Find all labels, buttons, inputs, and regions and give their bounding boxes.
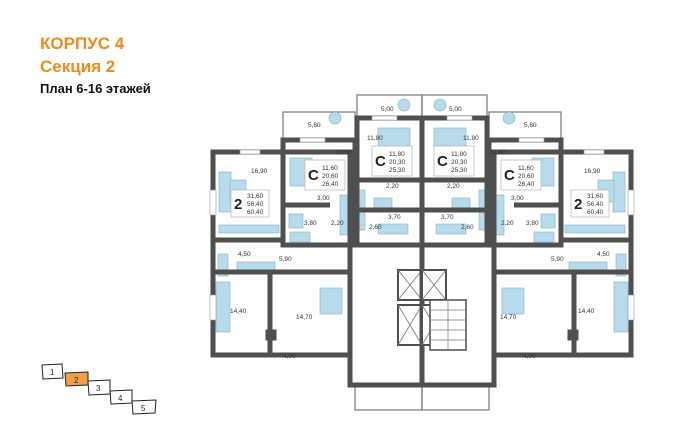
- svg-text:1: 1: [50, 368, 55, 377]
- section-1-button[interactable]: 1: [41, 363, 64, 380]
- unit-badge-left-studio[interactable]: С 11,60 20,60 26,40: [304, 159, 346, 191]
- svg-text:2: 2: [574, 196, 582, 213]
- svg-text:2,20: 2,20: [447, 183, 460, 190]
- svg-text:25,30: 25,30: [451, 167, 468, 174]
- svg-text:11,60: 11,60: [518, 165, 534, 172]
- svg-text:16,90: 16,90: [584, 168, 601, 175]
- unit-badge-center-right-studio[interactable]: С 11,80 20,30 25,30: [433, 145, 475, 177]
- svg-text:14,70: 14,70: [296, 314, 313, 321]
- svg-text:5,90: 5,90: [279, 256, 292, 263]
- unit-badge-right-studio[interactable]: С 11,60 20,60 26,40: [500, 159, 542, 191]
- svg-text:С: С: [504, 167, 515, 184]
- svg-text:26,40: 26,40: [322, 181, 339, 188]
- svg-text:С: С: [437, 153, 448, 170]
- svg-text:56,40: 56,40: [247, 201, 264, 208]
- svg-text:2: 2: [234, 196, 242, 213]
- svg-text:3,80: 3,80: [526, 220, 539, 227]
- unit-badge-center-left-studio[interactable]: С 11,80 20,30 25,30: [371, 145, 413, 177]
- svg-text:56,40: 56,40: [587, 201, 604, 208]
- svg-text:5,90: 5,90: [551, 256, 564, 263]
- svg-text:5,80: 5,80: [308, 122, 321, 129]
- svg-text:11,80: 11,80: [367, 135, 383, 142]
- svg-text:3,00: 3,00: [317, 195, 330, 202]
- svg-text:11,60: 11,60: [322, 165, 338, 172]
- svg-text:14,70: 14,70: [500, 314, 517, 321]
- svg-text:14,40: 14,40: [578, 308, 595, 315]
- svg-text:11,80: 11,80: [451, 151, 467, 158]
- svg-text:20,60: 20,60: [518, 173, 535, 180]
- svg-text:С: С: [308, 167, 319, 184]
- floors-title: План 6-16 этажей: [40, 81, 151, 96]
- svg-text:16,90: 16,90: [251, 168, 268, 175]
- svg-text:2: 2: [74, 376, 79, 385]
- svg-text:3,70: 3,70: [441, 214, 454, 221]
- unit-badge-right-2room[interactable]: 2 31,60 56,40 60,40: [570, 189, 610, 218]
- room-area-labels: 5,80 11,60 3,00 3,80 2,20 16,90 4,50 5,9…: [230, 106, 610, 360]
- svg-text:2,60: 2,60: [369, 224, 382, 231]
- svg-text:60,40: 60,40: [247, 209, 264, 216]
- svg-text:2,20: 2,20: [386, 183, 399, 190]
- svg-text:20,30: 20,30: [451, 159, 468, 166]
- svg-text:4,50: 4,50: [238, 251, 251, 258]
- svg-text:5: 5: [141, 404, 146, 413]
- svg-text:3,00: 3,00: [511, 195, 524, 202]
- svg-text:3,80: 3,80: [304, 220, 317, 227]
- svg-text:5,00: 5,00: [449, 106, 462, 113]
- section-3-button[interactable]: 3: [87, 379, 111, 396]
- svg-text:60,40: 60,40: [587, 209, 604, 216]
- svg-text:4,00: 4,00: [283, 353, 296, 360]
- svg-text:20,30: 20,30: [389, 159, 406, 166]
- unit-badge-left-2room[interactable]: 2 31,60 56,40 60,40: [230, 189, 270, 218]
- svg-text:14,40: 14,40: [230, 308, 247, 315]
- svg-text:4,50: 4,50: [597, 251, 610, 258]
- section-5-button[interactable]: 5: [131, 399, 157, 415]
- svg-text:4: 4: [118, 394, 123, 403]
- svg-text:11,60: 11,60: [336, 149, 352, 156]
- svg-text:26,40: 26,40: [518, 181, 535, 188]
- svg-text:31,60: 31,60: [247, 193, 264, 200]
- svg-text:2,20: 2,20: [501, 220, 514, 227]
- svg-text:4,00: 4,00: [523, 353, 536, 360]
- svg-text:20,60: 20,60: [322, 173, 339, 180]
- svg-text:11,80: 11,80: [463, 135, 479, 142]
- svg-text:31,60: 31,60: [587, 193, 604, 200]
- svg-text:11,60: 11,60: [490, 149, 506, 156]
- section-selector: 1 2 3 4 5: [41, 363, 157, 415]
- section-4-button[interactable]: 4: [109, 389, 133, 405]
- svg-text:3,70: 3,70: [388, 214, 401, 221]
- stairwell: [429, 299, 467, 351]
- svg-text:3: 3: [96, 384, 101, 393]
- svg-text:5,00: 5,00: [381, 106, 394, 113]
- svg-text:25,30: 25,30: [389, 167, 406, 174]
- svg-text:5,80: 5,80: [524, 122, 537, 129]
- svg-text:С: С: [375, 153, 386, 170]
- svg-text:11,80: 11,80: [389, 151, 405, 158]
- section-2-button[interactable]: 2: [64, 371, 89, 387]
- section-title: Секция 2: [40, 57, 116, 76]
- svg-text:2,60: 2,60: [461, 224, 474, 231]
- building-title: КОРПУС 4: [40, 34, 125, 53]
- svg-text:2,20: 2,20: [331, 220, 344, 227]
